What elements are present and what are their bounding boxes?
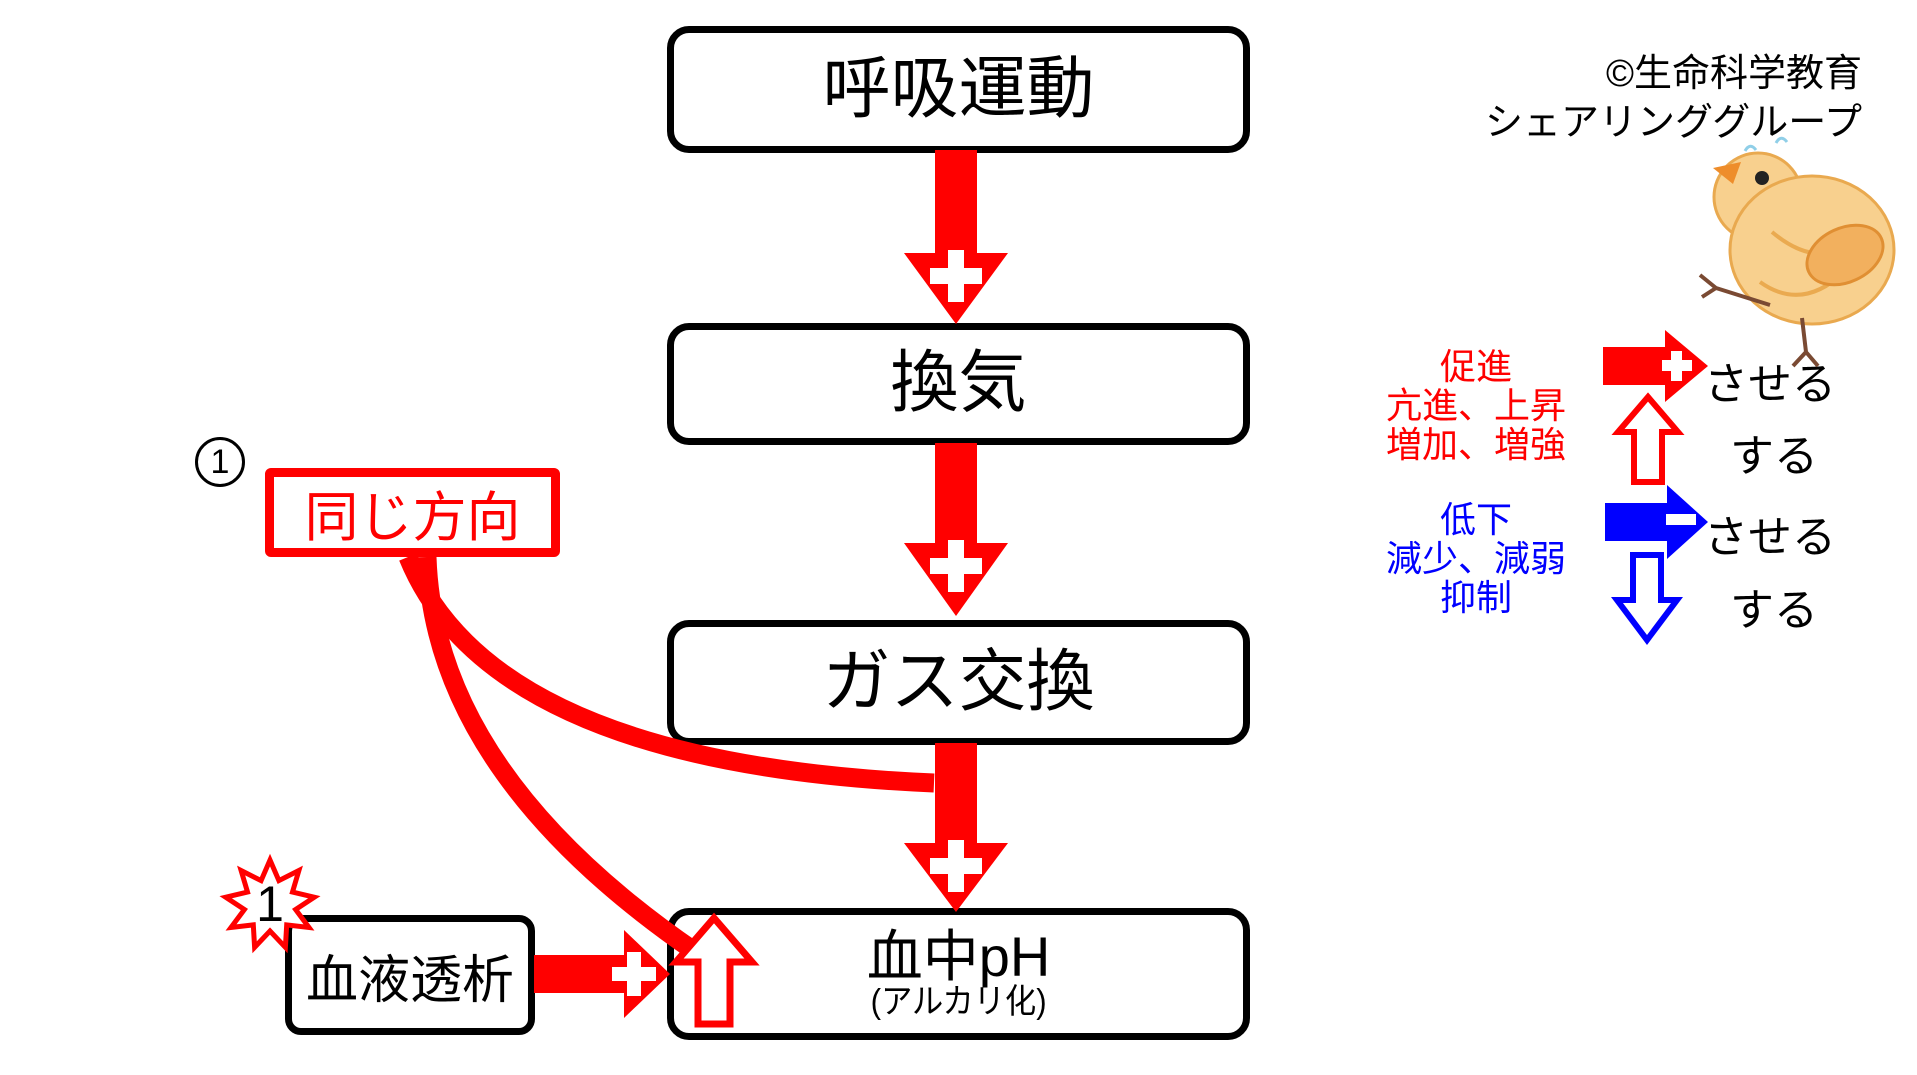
same-direction-note-box: 同じ方向 [265,468,560,557]
blood-ph-sublabel: (アルカリ化) [870,982,1047,1021]
circled-number-value: 1 [210,442,230,481]
legend-promote-line3: 増加、増強 [1385,424,1566,465]
legend-suppress-plain-arrow-icon [1611,552,1683,645]
flow-box-ventilation: 換気 [667,323,1250,445]
same-direction-label: 同じ方向 [304,488,521,548]
blood-ph-label: 血中pH [866,924,1051,988]
legend-promote-line2: 亢進、上昇 [1385,385,1566,426]
promote-arrow-hemodialysis-to-blood-ph [534,930,670,1018]
gas-exchange-label: ガス交換 [822,643,1095,720]
star-number-value: 1 [256,876,284,932]
same-direction-curve-to-up-arrow [417,556,700,959]
legend-suppress-text: 低下 減少、減弱 抑制 [1346,500,1606,617]
ventilation-label: 換気 [890,345,1027,422]
legend-promote-causative-label: させる [1704,360,1836,409]
circled-number-annotation: 1 [195,437,245,487]
legend-suppress-line3: 抑制 [1439,577,1512,618]
legend-suppress-line2: 減少、減弱 [1385,538,1566,579]
legend-suppress-line1: 低下 [1439,499,1512,540]
hemodialysis-label: 血液透析 [305,951,514,1010]
plus-icon [930,840,982,892]
legend-promote-plain-label: する [1730,432,1818,481]
copyright-line1: ©生命科学教育 [1606,53,1862,95]
legend-promote-causative-arrow-icon [1603,330,1708,402]
star-number-annotation: 1 [246,874,294,934]
promote-arrow-respiration-to-ventilation [904,150,1008,324]
respiration-label: 呼吸運動 [822,50,1095,127]
legend-promote-line1: 促進 [1439,346,1512,387]
flow-box-respiration: 呼吸運動 [667,26,1250,153]
chick-mascot-icon [1698,136,1896,368]
legend-suppress-causative-label: させる [1704,513,1836,562]
plus-icon [930,250,982,302]
promote-arrow-gas-exchange-to-blood-ph [904,743,1008,912]
legend-suppress-plain-label: する [1730,586,1818,635]
plus-icon [612,952,656,996]
copyright-notice: ©生命科学教育 シェアリンググループ [1485,50,1862,148]
promote-arrow-ventilation-to-gas-exchange [904,443,1008,616]
plus-icon [930,540,982,592]
flow-box-gas-exchange: ガス交換 [667,620,1250,745]
legend-suppress-causative-arrow-icon [1605,485,1708,559]
copyright-line2: シェアリンググループ [1485,102,1862,144]
legend-promote-text: 促進 亢進、上昇 増加、増強 [1346,347,1606,464]
flow-box-blood-ph: 血中pH (アルカリ化) [667,908,1250,1040]
flow-box-hemodialysis: 血液透析 [285,915,535,1035]
legend-promote-plain-arrow-icon [1611,392,1685,485]
